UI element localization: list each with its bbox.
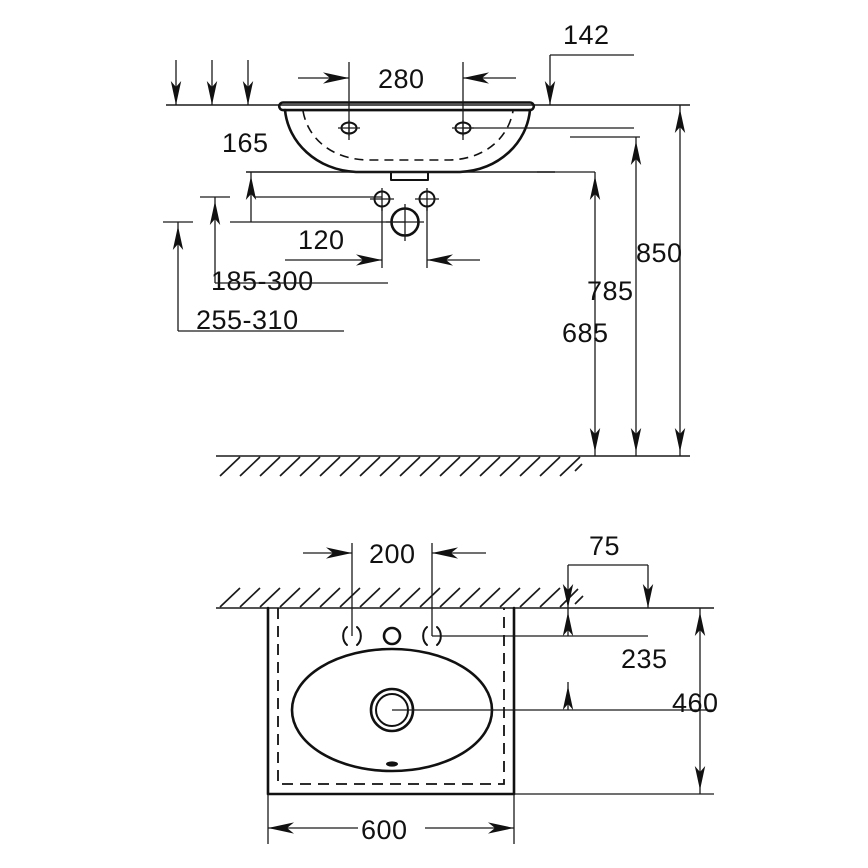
dim-185-300-label: 185-300 [211,266,314,296]
elevation-tap-hole-left [338,120,360,136]
dim-75-label: 75 [589,531,620,561]
dim-850-label: 850 [636,238,683,268]
floor-line-group [216,455,690,477]
dim-255-310-label: 255-310 [196,305,299,335]
rim-level-arrow-group [170,60,254,105]
floor-hatching [219,456,583,477]
dim-280-group: 280 [298,62,516,140]
basin-plan-rectangle [266,606,516,796]
dim-142-label: 142 [563,20,610,50]
dim-685-group: 685 [537,171,609,456]
dim-165-group: 165 [222,128,269,158]
dim-200-label: 200 [369,539,416,569]
dim-235-label: 235 [621,644,668,674]
basin-overflow-slot [386,761,398,767]
dim-850-group: 850 [636,105,686,456]
dim-280-label: 280 [378,64,425,94]
dim-600-group: 600 [267,794,515,845]
left-extension-ticks [163,172,257,331]
dim-255-310-group: 255-310 [178,305,344,335]
dim-785-label: 785 [587,276,634,306]
dim-460-group: 460 [672,608,719,794]
dim-785-group: 785 [570,136,642,456]
dim-600-label: 600 [361,815,408,845]
dim-165-label: 165 [222,128,269,158]
dim-200-group: 200 [303,539,486,636]
plan-tap-hole-left [342,626,362,646]
basin-outlet-stub [390,171,429,181]
front-elevation-view: 142 280 [163,20,690,477]
plan-wall-hatching [219,587,584,608]
dim-142-group: 142 [544,20,634,105]
dim-120-label: 120 [298,225,345,255]
dim-685-label: 685 [562,318,609,348]
dim-235-group: 235 [562,608,668,710]
basin-inner-contour-hidden [302,110,514,161]
dim-120-group: 120 [285,205,480,268]
basin-plan-hidden-edge [277,608,505,785]
top-plan-view: 200 75 235 460 [216,531,719,845]
dim-75-group: 75 [562,531,654,608]
plan-wall-line-group [216,587,714,609]
dim-460-label: 460 [672,688,719,718]
dim-185-300-group: 185-300 [211,266,388,296]
plan-centre-hole [382,626,402,646]
